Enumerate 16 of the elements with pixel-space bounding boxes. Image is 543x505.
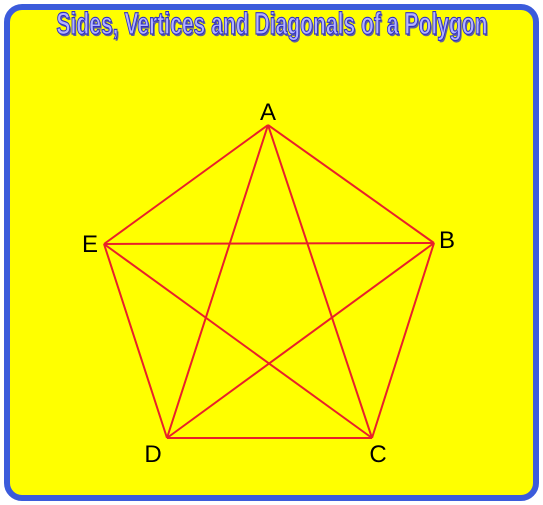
line-segment [267, 124, 435, 244]
vertex-label: B [434, 228, 460, 254]
line-segment [166, 124, 269, 438]
line-segment [104, 242, 434, 245]
line-segment [167, 437, 372, 439]
line-segment [371, 242, 435, 438]
line-segment [267, 124, 373, 438]
line-segment [103, 244, 168, 438]
vertex-label: A [256, 100, 280, 125]
line-segment [103, 243, 373, 439]
vertex-label: D [139, 440, 167, 470]
line-segment [103, 124, 269, 245]
line-segment [166, 242, 435, 439]
title: Sides, Vertices and Diagonals of a Polygon [56, 6, 488, 42]
vertex-label: C [366, 440, 390, 470]
vertex-label: E [76, 231, 104, 259]
